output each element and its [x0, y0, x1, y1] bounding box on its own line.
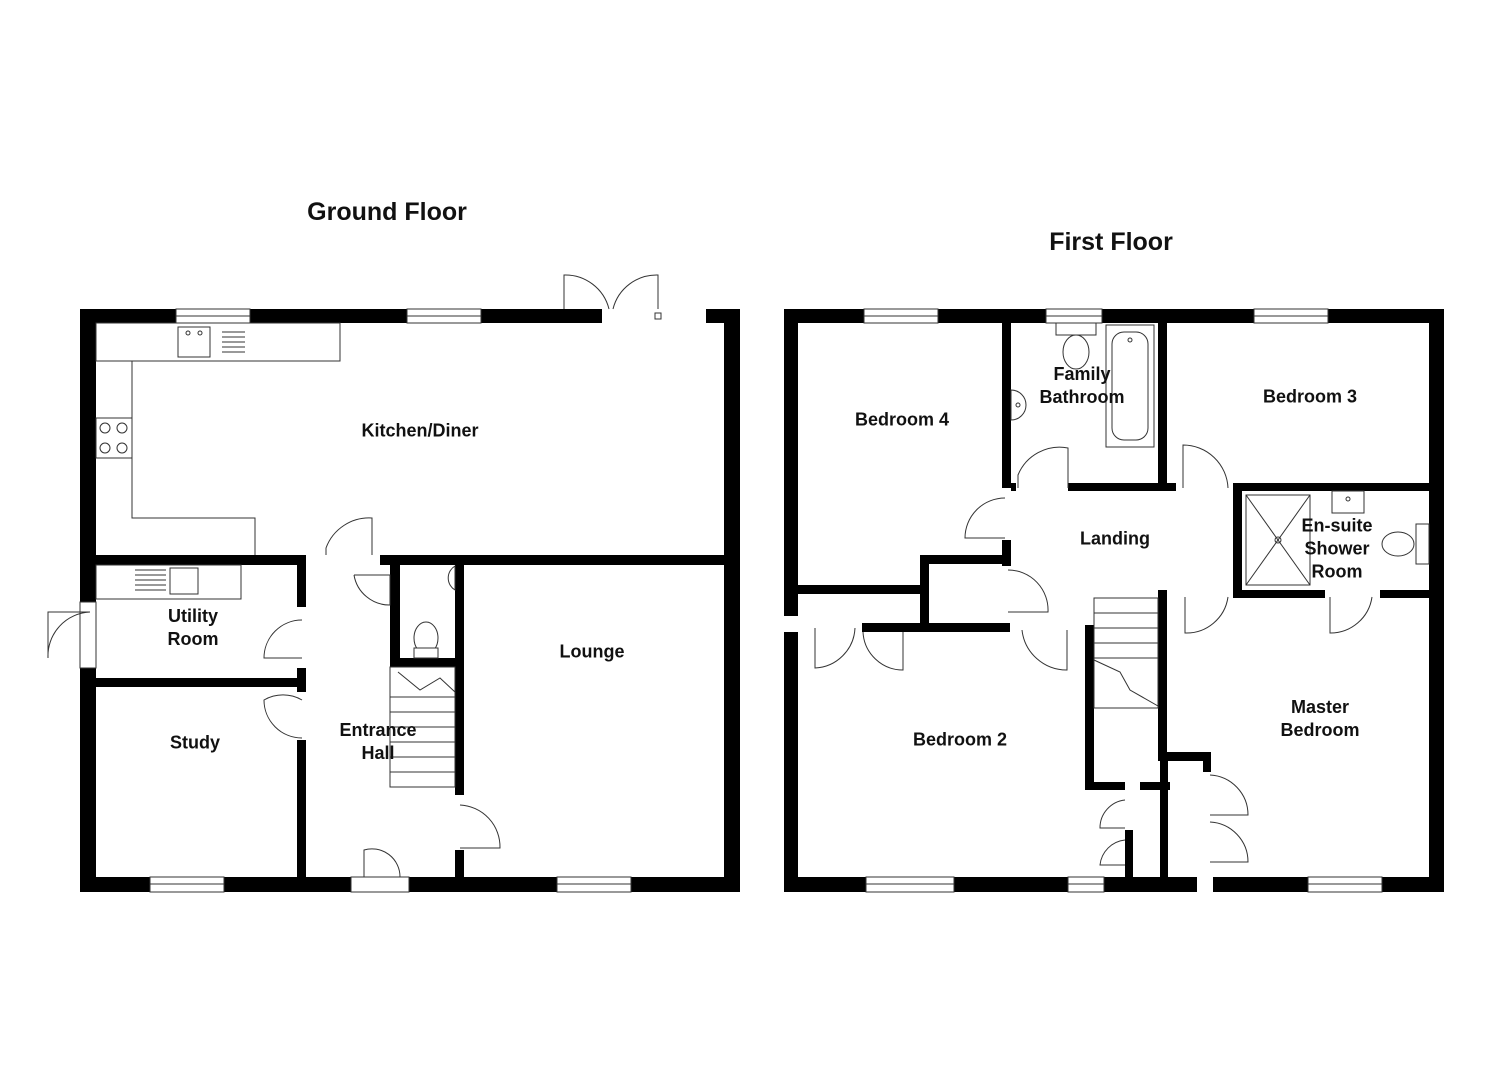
ff-master-wardrobe-doors — [1209, 774, 1249, 863]
room-label-bedroom-3: Bedroom 3 — [1262, 386, 1358, 407]
gf-kitchen-drainer — [222, 331, 245, 353]
gf-wall-utility-study — [80, 678, 304, 687]
gf-utility-sink — [169, 567, 199, 595]
ff-bed4-door — [964, 497, 1006, 539]
ff-wall-bed4-right — [1002, 323, 1011, 488]
gf-wall-right — [724, 309, 740, 892]
ff-landing-cupboard-door — [1007, 569, 1049, 613]
room-label-lounge: Lounge — [559, 641, 625, 662]
gf-kitchen-worktop-top — [95, 322, 341, 362]
ff-wall-bed3-bottom — [1233, 483, 1429, 491]
ff-bed2-wardrobe-doors — [814, 627, 904, 671]
gf-wall-top — [80, 309, 602, 323]
room-label-bedroom-2: Bedroom 2 — [912, 729, 1008, 750]
ff-wall-bath-right — [1158, 323, 1167, 491]
gf-lounge-door — [459, 804, 501, 849]
gf-utility-hall-door — [263, 619, 303, 659]
gf-stairs — [389, 666, 456, 788]
ff-wall-wardrobe — [1160, 752, 1168, 882]
gf-utility-worktop — [95, 564, 242, 600]
ff-airing-cupboard-doors — [1099, 799, 1126, 866]
gf-wall-lounge-left — [455, 555, 464, 795]
ff-bath — [1105, 324, 1155, 448]
gf-wall-hall-left — [297, 555, 306, 607]
room-label-landing: Landing — [1080, 528, 1150, 549]
gf-wc-door — [353, 574, 391, 606]
gf-kitchen-sink — [177, 326, 211, 358]
ff-wall-stair-left — [1085, 625, 1094, 790]
ff-master-door — [1184, 596, 1229, 634]
ff-wall-ensuite-left — [1233, 483, 1242, 598]
ff-wall-cupboard — [920, 555, 929, 631]
room-label-kitchen-diner: Kitchen/Diner — [361, 420, 479, 441]
ff-wall-left-lower — [784, 632, 798, 892]
gf-wall-wc — [390, 565, 400, 665]
ff-wall-right — [1429, 309, 1444, 892]
ff-ensuite-door — [1329, 596, 1373, 634]
gf-front-door — [363, 848, 401, 878]
gf-study-door — [263, 694, 303, 739]
gf-french-doors — [563, 274, 659, 310]
ff-wall-bed2-top — [862, 623, 1010, 632]
ff-bath-toilet — [1055, 322, 1097, 370]
ground-floor-plan — [47, 274, 740, 893]
ground-floor-title: Ground Floor — [307, 198, 467, 226]
gf-kitchen-worktop-left — [96, 360, 256, 555]
ff-bed2-door — [1021, 629, 1068, 671]
ff-bed3-door — [1182, 444, 1229, 489]
gf-wall-kitchen-utility — [80, 555, 306, 565]
ff-wall-master-left — [1158, 590, 1167, 760]
ff-wall-landing-top — [1011, 483, 1016, 491]
gf-utility-drainer — [135, 569, 166, 591]
ff-ensuite-basin — [1331, 490, 1365, 514]
ff-bath-door — [1017, 446, 1069, 488]
ff-shower-tray — [1245, 494, 1311, 586]
first-floor-title: First Floor — [1049, 228, 1173, 256]
gf-kitchen-door — [325, 517, 373, 555]
first-floor-plan — [784, 308, 1444, 893]
gf-wall-left-lower — [80, 668, 96, 892]
ff-wall-bottom-left — [784, 877, 1197, 892]
gf-wc-basin — [447, 565, 456, 591]
room-label-bedroom-4: Bedroom 4 — [854, 409, 950, 430]
ff-stairs — [1093, 597, 1159, 709]
ff-wall-left-upper — [784, 309, 798, 616]
room-label-study: Study — [169, 732, 221, 753]
ff-wall-ensuite-bottom — [1233, 590, 1325, 598]
gf-hob — [95, 417, 133, 459]
gf-wall-left-upper — [80, 309, 96, 602]
ff-ensuite-toilet — [1381, 523, 1430, 565]
ff-wall-bed4-bottom — [798, 585, 922, 594]
gf-utility-door — [47, 611, 91, 659]
ff-bath-basin — [1010, 389, 1027, 421]
